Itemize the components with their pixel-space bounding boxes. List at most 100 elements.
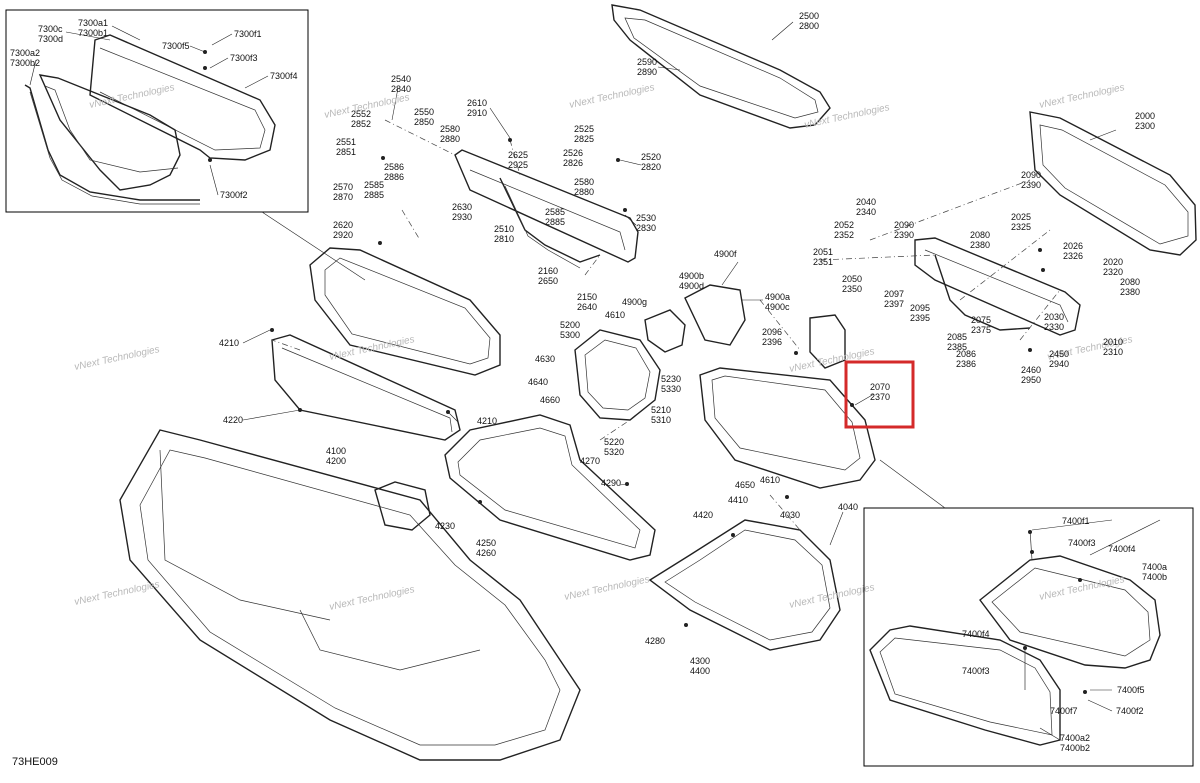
door-panel-2500-shape — [611, 4, 831, 129]
callout-c2075-line-1: 2075 — [971, 315, 991, 325]
tray-4250-shape — [444, 414, 656, 561]
callout-c2585a-line-2: 2885 — [364, 190, 384, 200]
callout-c2051-line-2: 2351 — [813, 257, 833, 267]
tray-4300-shape — [648, 519, 841, 651]
callout-c4210a-line-1: 4210 — [219, 338, 239, 348]
callout-c2030-line-1: 2030 — [1044, 312, 1064, 322]
callout-c2620-line-2: 2920 — [333, 230, 353, 240]
callout-c2526-line-1: 2526 — [563, 148, 583, 158]
callout-c2540-line-2: 2840 — [391, 84, 411, 94]
callout-c2080a-line-1: 2080 — [970, 230, 990, 240]
callout-c2050-line-1: 2050 — [842, 274, 862, 284]
callout-c7400a-line-2: 7400b — [1142, 572, 1167, 582]
callout-c2450-line-2: 2940 — [1049, 359, 1069, 369]
rail-2510-shape — [454, 149, 639, 269]
callout-c7400f2-line-1: 7400f2 — [1116, 706, 1144, 716]
callout-c4250-line-2: 4260 — [476, 548, 496, 558]
callout-c5220-line-1: 5220 — [604, 437, 624, 447]
callout-c4100-line-1: 4100 — [326, 446, 346, 456]
callout-highlighted-line-2: 2370 — [870, 392, 890, 402]
callout-c2090a-line-1: 2090 — [1021, 170, 1041, 180]
frame-right-lower-shape — [699, 367, 876, 489]
callout-c4250-line-1: 4250 — [476, 538, 496, 548]
watermark-11: vNext Technologies — [328, 584, 415, 613]
callout-c2150-line-1: 2150 — [577, 292, 597, 302]
callout-c2000-line-2: 2300 — [1135, 121, 1155, 131]
callout-c2040-line-1: 2040 — [856, 197, 876, 207]
callout-c2520-line-2: 2820 — [641, 162, 661, 172]
highlight-box — [844, 360, 915, 429]
callout-highlighted-line-1: 2070 — [870, 382, 890, 392]
callout-c2526-line-2: 2826 — [563, 158, 583, 168]
callout-c2080b-line-2: 2380 — [1120, 287, 1140, 297]
callout-c2585a-line-1: 2585 — [364, 180, 384, 190]
callout-c4900f-line-1: 4900f — [714, 249, 737, 259]
callout-c2080b-line-1: 2080 — [1120, 277, 1140, 287]
callout-c2096-line-1: 2096 — [762, 327, 782, 337]
callout-c2090b-line-2: 2390 — [894, 230, 914, 240]
callout-c5200-line-2: 5300 — [560, 330, 580, 340]
bracket-5200-shape — [574, 329, 661, 421]
callout-c7300a2-line-1: 7300a2 — [10, 48, 40, 58]
callout-c2500-line-1: 2500 — [799, 11, 819, 21]
callout-c7300a2-line-2: 7300b2 — [10, 58, 40, 68]
callout-c7400f5-line-1: 7400f5 — [1117, 685, 1145, 695]
bracket-2070-shape — [809, 314, 846, 369]
callout-c2460-line-1: 2460 — [1021, 365, 1041, 375]
callout-c7400a2-line-2: 7400b2 — [1060, 743, 1090, 753]
sill-4100-shape — [271, 334, 461, 441]
bin-4900-shape — [644, 284, 746, 353]
callout-c5230-line-1: 5230 — [661, 374, 681, 384]
inset-left-door-shape — [24, 34, 276, 205]
callout-c2510-line-1: 2510 — [494, 224, 514, 234]
inset-left-pointer — [261, 211, 366, 281]
callout-c2610-line-2: 2910 — [467, 108, 487, 118]
callout-c2000-line-1: 2000 — [1135, 111, 1155, 121]
callout-c2610-line-1: 2610 — [467, 98, 487, 108]
callout-c2020-line-1: 2020 — [1103, 257, 1123, 267]
callout-c2586-line-1: 2586 — [384, 162, 404, 172]
callout-c4300-line-1: 4300 — [690, 656, 710, 666]
callout-c2051-line-1: 2051 — [813, 247, 833, 257]
callout-c7300c-line-1: 7300c — [38, 24, 63, 34]
callout-c4630-line-1: 4630 — [535, 354, 555, 364]
callout-c2160-line-2: 2650 — [538, 276, 558, 286]
callout-c2026-line-1: 2026 — [1063, 241, 1083, 251]
callout-c4610a-line-1: 4610 — [605, 310, 625, 320]
callout-c5220-line-2: 5320 — [604, 447, 624, 457]
callout-c2460-line-2: 2950 — [1021, 375, 1041, 385]
callout-c2580b-line-1: 2580 — [574, 177, 594, 187]
callout-c4030-line-1: 4030 — [780, 510, 800, 520]
callout-c4220-line-1: 4220 — [223, 415, 243, 425]
callout-c7400f4b-line-1: 7400f4 — [962, 629, 990, 639]
assembly-lines — [271, 119, 1061, 531]
callout-c2590-line-2: 2890 — [637, 67, 657, 77]
callout-c5210-line-2: 5310 — [651, 415, 671, 425]
callout-c2026-line-2: 2326 — [1063, 251, 1083, 261]
callout-c4230-line-1: 4230 — [435, 521, 455, 531]
callout-c2052-line-2: 2352 — [834, 230, 854, 240]
callout-c2580b-line-2: 2880 — [574, 187, 594, 197]
callout-c2025-line-2: 2325 — [1011, 222, 1031, 232]
callout-c7400a2-line-1: 7400a2 — [1060, 733, 1090, 743]
callout-c2525-line-2: 2825 — [574, 134, 594, 144]
callout-c2075-line-2: 2375 — [971, 325, 991, 335]
callout-c2630-line-2: 2930 — [452, 212, 472, 222]
callout-c2052-line-1: 2052 — [834, 220, 854, 230]
callout-c2096-line-2: 2396 — [762, 337, 782, 347]
callout-c2095-line-1: 2095 — [910, 303, 930, 313]
callout-c7300f2-line-1: 7300f2 — [220, 190, 248, 200]
callout-c7400f3-line-1: 7400f3 — [1068, 538, 1096, 548]
callout-c2625-line-2: 2925 — [508, 160, 528, 170]
callout-c2097-line-1: 2097 — [884, 289, 904, 299]
callout-c7400f3b-line-1: 7400f3 — [962, 666, 990, 676]
watermark-5: vNext Technologies — [1038, 82, 1125, 111]
callout-c4420-line-1: 4420 — [693, 510, 713, 520]
callout-c2080a-line-2: 2380 — [970, 240, 990, 250]
callout-c7300f3-line-1: 7300f3 — [230, 53, 258, 63]
callout-c5230-line-2: 5330 — [661, 384, 681, 394]
callout-c2570-line-2: 2870 — [333, 192, 353, 202]
callout-c2010-line-1: 2010 — [1103, 337, 1123, 347]
